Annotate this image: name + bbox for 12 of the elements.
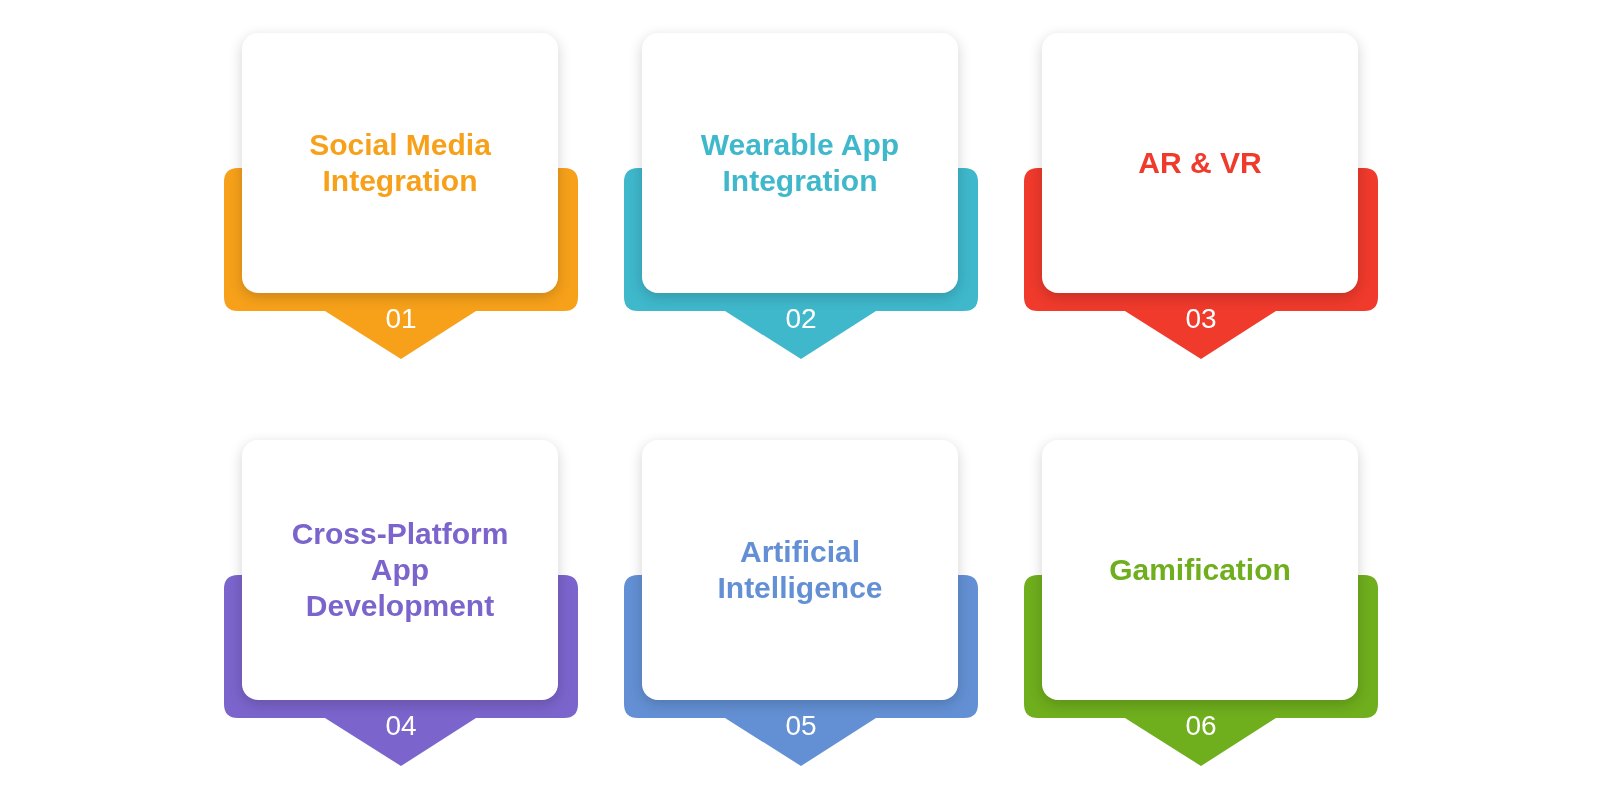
step-number: 01	[385, 303, 417, 335]
step-number: 06	[1185, 710, 1217, 742]
step-number: 03	[1185, 303, 1217, 335]
title-card: AR & VR	[1042, 33, 1358, 293]
title-card: Gamification	[1042, 440, 1358, 700]
step-number: 02	[785, 303, 817, 335]
title-card: Artificial Intelligence	[642, 440, 958, 700]
step-number: 05	[785, 710, 817, 742]
title-card: Social Media Integration	[242, 33, 558, 293]
title-card: Cross-Platform App Development	[242, 440, 558, 700]
title-card: Wearable App Integration	[642, 33, 958, 293]
step-number: 04	[385, 710, 417, 742]
